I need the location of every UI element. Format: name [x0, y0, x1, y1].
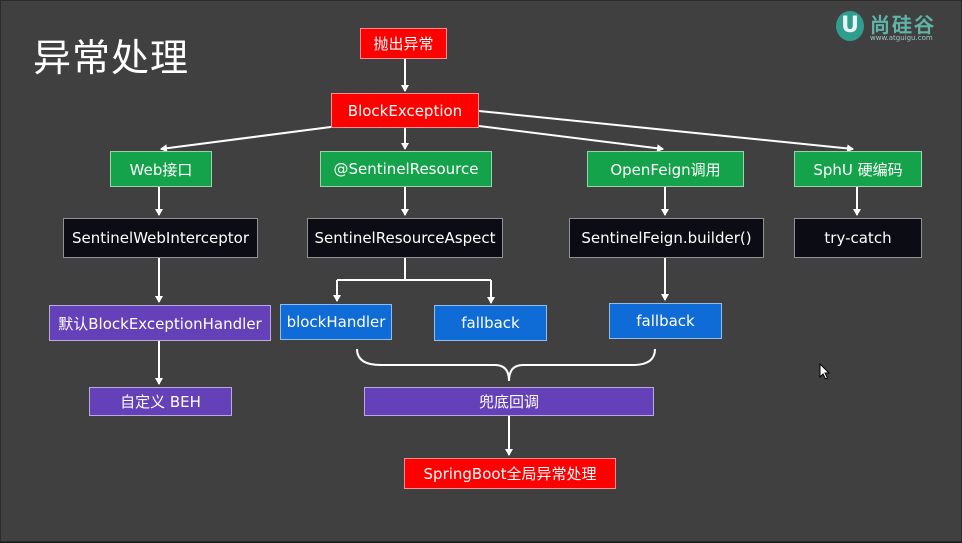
node-openfeign-call: OpenFeign调用	[587, 151, 744, 187]
node-web-interface: Web接口	[110, 151, 212, 187]
node-fallback-resource: fallback	[434, 305, 547, 341]
node-sentinel-web-interceptor: SentinelWebInterceptor	[63, 218, 258, 258]
node-sentinel-resource: @SentinelResource	[320, 151, 492, 187]
arrow-block-to-openfeign	[470, 124, 664, 153]
arrow-block-to-web	[160, 124, 347, 153]
logo-badge: U	[836, 11, 864, 41]
logo-name: 尚硅谷	[870, 13, 936, 37]
logo-url: www.atguigu.com	[870, 34, 933, 42]
node-default-beh: 默认BlockExceptionHandler	[49, 305, 271, 341]
node-sentinel-feign-builder: SentinelFeign.builder()	[569, 218, 764, 258]
slide-title: 异常处理	[33, 36, 190, 80]
node-sphu-hardcode: SphU 硬编码	[794, 151, 922, 187]
fallback-brace	[356, 348, 656, 382]
node-custom-beh: 自定义 BEH	[89, 387, 232, 416]
node-sentinel-resource-aspect: SentinelResourceAspect	[307, 218, 503, 258]
node-springboot-global: SpringBoot全局异常处理	[404, 458, 616, 489]
node-throw-exception: 抛出异常	[360, 28, 447, 59]
atguigu-logo: U 尚硅谷 www.atguigu.com	[836, 9, 956, 45]
node-block-exception: BlockException	[331, 93, 479, 128]
mouse-cursor-icon	[819, 363, 831, 380]
node-fallback-callback: 兜底回调	[364, 387, 654, 416]
arrow-aspect-to-handlers	[336, 257, 492, 301]
node-block-handler: blockHandler	[280, 304, 392, 340]
arrow-block-to-sphu	[478, 110, 854, 153]
node-try-catch: try-catch	[794, 218, 922, 258]
node-fallback-feign: fallback	[609, 303, 722, 339]
